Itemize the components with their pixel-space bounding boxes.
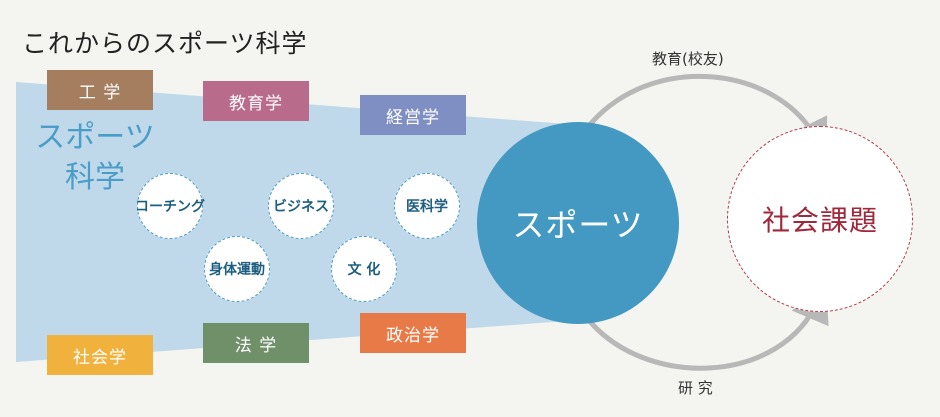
field-law: 法 学 bbox=[203, 323, 309, 363]
field-engineering: 工 学 bbox=[47, 70, 153, 110]
sports-science-line2: 科学 bbox=[65, 160, 125, 195]
page-title: これからのスポーツ科学 bbox=[22, 29, 308, 58]
field-education: 教育学 bbox=[203, 81, 309, 121]
arrow-bottom bbox=[585, 281, 829, 371]
sports-circle: スポーツ bbox=[477, 122, 679, 324]
sports-science-line1: スポーツ bbox=[35, 120, 155, 155]
field-politics: 政治学 bbox=[360, 313, 466, 353]
topic-coaching: コーチング bbox=[135, 173, 205, 239]
topic-physical-exercise: 身体運動 bbox=[204, 236, 270, 302]
field-business: 経営学 bbox=[360, 95, 466, 135]
topic-business: ビジネス bbox=[268, 173, 334, 239]
arrow-label-education: 教育(校友) bbox=[652, 50, 724, 68]
topic-culture: 文 化 bbox=[331, 236, 397, 302]
social-issues-label: 社会課題 bbox=[761, 204, 878, 237]
sports-science-label: スポーツ 科学 bbox=[30, 118, 160, 198]
arrow-top bbox=[585, 73, 828, 160]
social-issues-circle: 社会課題 bbox=[727, 126, 913, 312]
arrow-label-research: 研 究 bbox=[678, 379, 713, 397]
field-sociology: 社会学 bbox=[47, 335, 153, 375]
sports-label: スポーツ bbox=[512, 206, 644, 244]
topic-medical-science: 医科学 bbox=[394, 173, 460, 239]
